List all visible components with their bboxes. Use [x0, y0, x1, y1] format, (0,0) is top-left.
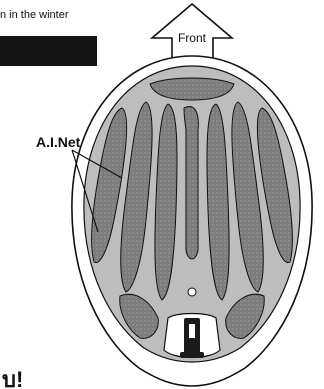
ai-net-label: A.I.Net — [36, 134, 81, 150]
corner-text-fragment: บ! — [2, 367, 23, 389]
front-label: Front — [178, 31, 207, 45]
front-arrow-icon: Front — [152, 4, 232, 60]
center-hole-icon — [188, 288, 196, 296]
